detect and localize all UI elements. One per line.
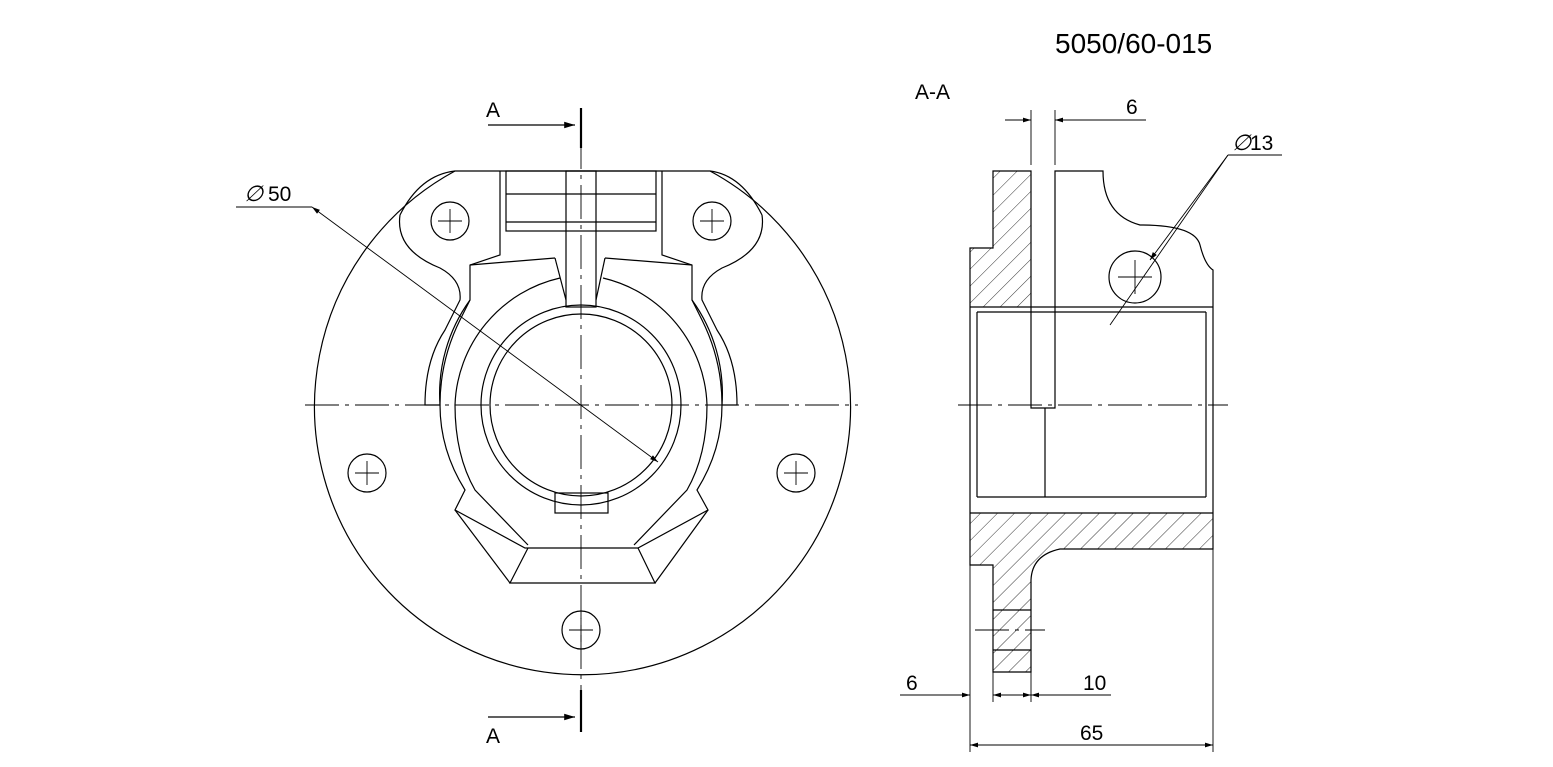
diameter-50-leader (311, 206, 659, 463)
diameter-13-value: 13 (1250, 132, 1273, 155)
slot-width-dim: 6 (1126, 96, 1138, 119)
bolt-holes (347, 201, 816, 650)
bolt-hole (776, 453, 816, 493)
section-outline (969, 170, 1214, 673)
section-view: A-A 6 ∅ 13 (900, 81, 1282, 752)
bolt-hole (692, 201, 732, 241)
overall-length-dim: 65 (1080, 722, 1103, 745)
cut-label-top: A (486, 99, 500, 122)
section-title: A-A (915, 81, 950, 104)
front-view: A A ∅ 50 (236, 99, 858, 748)
outer-flange-contour (313, 170, 852, 676)
cut-label-bottom: A (486, 725, 500, 748)
lug-top-left (399, 170, 456, 216)
spigot-width-dim: 10 (1083, 672, 1106, 695)
key-slot (554, 492, 609, 514)
flange-thickness-dim: 6 (906, 672, 918, 695)
diameter-13-symbol: ∅ (1232, 131, 1252, 156)
diameter-50-value: 50 (268, 183, 291, 206)
lug-outline-right (661, 171, 764, 406)
diameter-50-symbol: ∅ (244, 182, 264, 207)
drawing-number: 5050/60-015 (1055, 28, 1212, 59)
hatch-top (970, 171, 1031, 307)
lug-outline (398, 171, 501, 406)
cross-hole (1108, 250, 1162, 304)
bottom-boss (509, 547, 656, 584)
lug-top-right (709, 170, 763, 216)
diameter-13-leader (1109, 154, 1229, 326)
hatch-bottom (970, 513, 1213, 672)
